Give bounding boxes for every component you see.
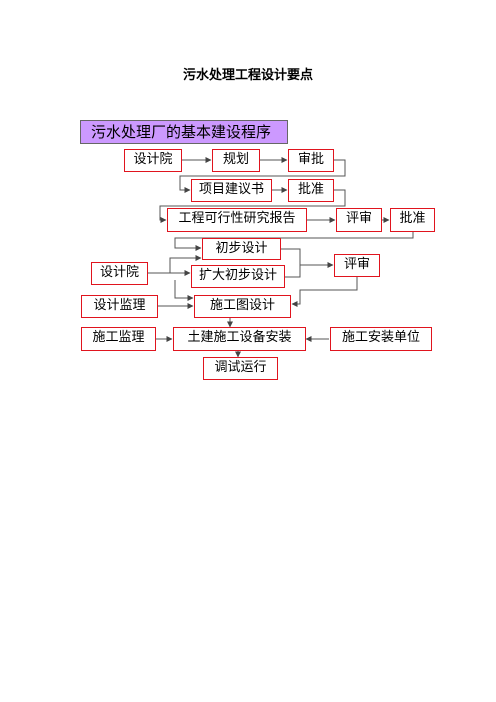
connector-design2-branch (148, 264, 171, 274)
node-construction-supervision: 施工监理 (81, 327, 156, 351)
connector-expanded-to-review2 (285, 265, 301, 278)
connector-approve2-to-preliminary (174, 232, 414, 251)
node-design-supervision: 设计监理 (81, 295, 158, 318)
node-project-proposal: 项目建议书 (191, 179, 272, 202)
node-approval: 审批 (288, 149, 334, 172)
connector-expanded-to-drawing (174, 280, 194, 301)
connector-approval-to-proposal (179, 159, 346, 193)
node-review: 评审 (336, 208, 382, 232)
node-preliminary-design: 初步设计 (202, 238, 281, 260)
node-feasibility-report: 工程可行性研究报告 (167, 208, 307, 232)
node-construction-drawing-design: 施工图设计 (194, 295, 291, 318)
document-title: 污水处理工程设计要点 (182, 68, 313, 83)
node-review-2: 评审 (334, 254, 380, 277)
node-design-institute: 设计院 (124, 149, 182, 172)
node-design-institute-2: 设计院 (91, 262, 148, 285)
node-installation-contractor: 施工安装单位 (330, 327, 432, 351)
node-approve-2: 批准 (390, 208, 435, 232)
node-expanded-preliminary-design: 扩大初步设计 (191, 265, 285, 288)
connector-to-preliminary (169, 255, 202, 264)
node-civil-equipment-installation: 土建施工设备安装 (173, 327, 306, 351)
node-approve: 批准 (288, 179, 334, 202)
connector-preliminary-to-review2 (281, 248, 301, 265)
diagram-banner: 污水处理厂的基本建设程序 (80, 120, 288, 144)
connector-approve-to-feasibility (159, 189, 346, 223)
node-commissioning: 调试运行 (203, 357, 278, 380)
node-planning: 规划 (212, 149, 260, 172)
connector-review2-to-drawing (291, 277, 358, 307)
